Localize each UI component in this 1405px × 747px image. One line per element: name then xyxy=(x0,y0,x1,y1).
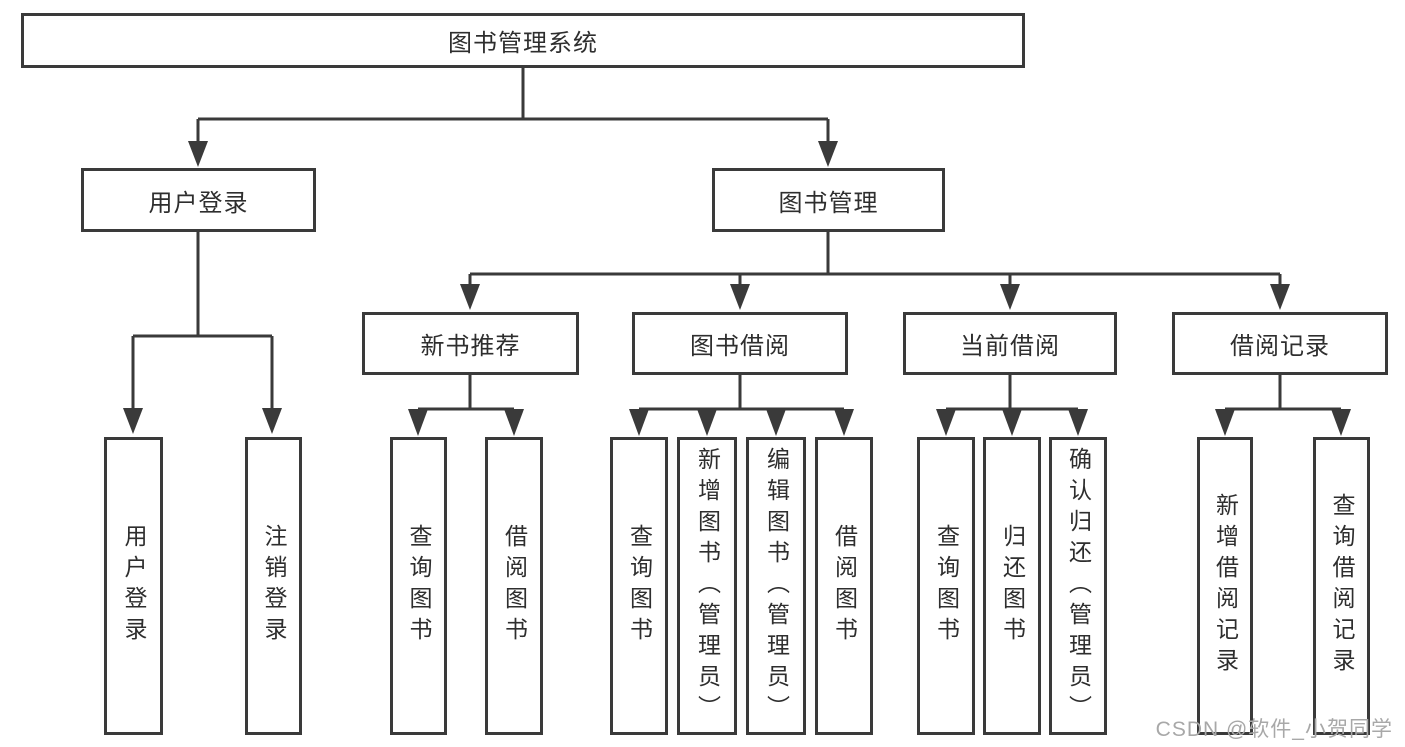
connector-new-book-recommend xyxy=(418,375,514,411)
node-book-borrowing: 图书借阅 xyxy=(632,312,848,375)
leaf-add-books-admin: 新增图书（管理员） xyxy=(677,437,737,735)
node-label: 借阅图书 xyxy=(831,524,858,648)
node-label: 编辑图书（管理员） xyxy=(763,446,790,726)
node-label: 查询图书 xyxy=(626,524,653,648)
node-current-borrowing: 当前借阅 xyxy=(903,312,1117,375)
node-label: 用户登录 xyxy=(148,189,249,217)
node-label: 图书管理 xyxy=(778,189,879,217)
connector-user-login xyxy=(131,232,274,409)
leaf-recommend-borrow-books: 借阅图书 xyxy=(485,437,543,735)
node-label: 新增借阅记录 xyxy=(1212,493,1239,679)
arrowheads-new-book-recommend xyxy=(408,409,524,436)
node-label: 用户登录 xyxy=(121,524,147,648)
arrowheads-book-borrowing xyxy=(629,409,854,436)
arrowheads-borrowing-records xyxy=(1215,409,1351,436)
connector-current-borrowing xyxy=(946,375,1078,411)
node-label: 新增图书（管理员） xyxy=(694,446,721,726)
leaf-query-borrow-record: 查询借阅记录 xyxy=(1313,437,1370,735)
node-label: 注销登录 xyxy=(261,524,287,648)
node-label: 查询借阅记录 xyxy=(1329,493,1355,679)
node-label: 确认归还（管理员） xyxy=(1065,446,1092,726)
node-label: 归还图书 xyxy=(999,524,1026,648)
node-label: 图书借阅 xyxy=(690,333,790,360)
node-borrowing-records: 借阅记录 xyxy=(1172,312,1388,375)
leaf-borrowing-borrow-books: 借阅图书 xyxy=(815,437,873,735)
leaf-current-query-books: 查询图书 xyxy=(917,437,975,735)
leaf-logout: 注销登录 xyxy=(245,437,302,735)
arrowheads-root xyxy=(188,141,838,167)
connector-root xyxy=(196,68,830,142)
leaf-confirm-return-admin: 确认归还（管理员） xyxy=(1049,437,1107,735)
connector-book-management xyxy=(468,232,1282,285)
arrowheads-current-borrowing xyxy=(936,409,1088,436)
leaf-add-borrow-record: 新增借阅记录 xyxy=(1197,437,1253,735)
node-label: 当前借阅 xyxy=(960,333,1060,360)
csdn-watermark: CSDN @软件_小贺同学 xyxy=(1155,718,1393,741)
leaf-user-login: 用户登录 xyxy=(104,437,163,735)
leaf-edit-books-admin: 编辑图书（管理员） xyxy=(746,437,806,735)
node-new-book-recommend: 新书推荐 xyxy=(362,312,579,375)
leaf-borrowing-query-books: 查询图书 xyxy=(610,437,668,735)
node-label: 查询图书 xyxy=(933,524,960,648)
node-label: 图书管理系统 xyxy=(448,30,598,57)
node-label: 借阅图书 xyxy=(501,524,528,648)
node-label: 借阅记录 xyxy=(1230,333,1330,360)
arrowheads-user-login xyxy=(123,408,282,434)
node-book-management: 图书管理 xyxy=(712,168,945,232)
leaf-return-books: 归还图书 xyxy=(983,437,1041,735)
connector-book-borrowing xyxy=(639,375,844,411)
node-user-login: 用户登录 xyxy=(81,168,316,232)
connector-borrowing-records xyxy=(1225,375,1341,411)
arrowheads-book-management xyxy=(460,284,1290,310)
leaf-recommend-query-books: 查询图书 xyxy=(390,437,447,735)
node-library-management-system: 图书管理系统 xyxy=(21,13,1025,68)
node-label: 新书推荐 xyxy=(420,333,521,360)
node-label: 查询图书 xyxy=(406,524,432,648)
